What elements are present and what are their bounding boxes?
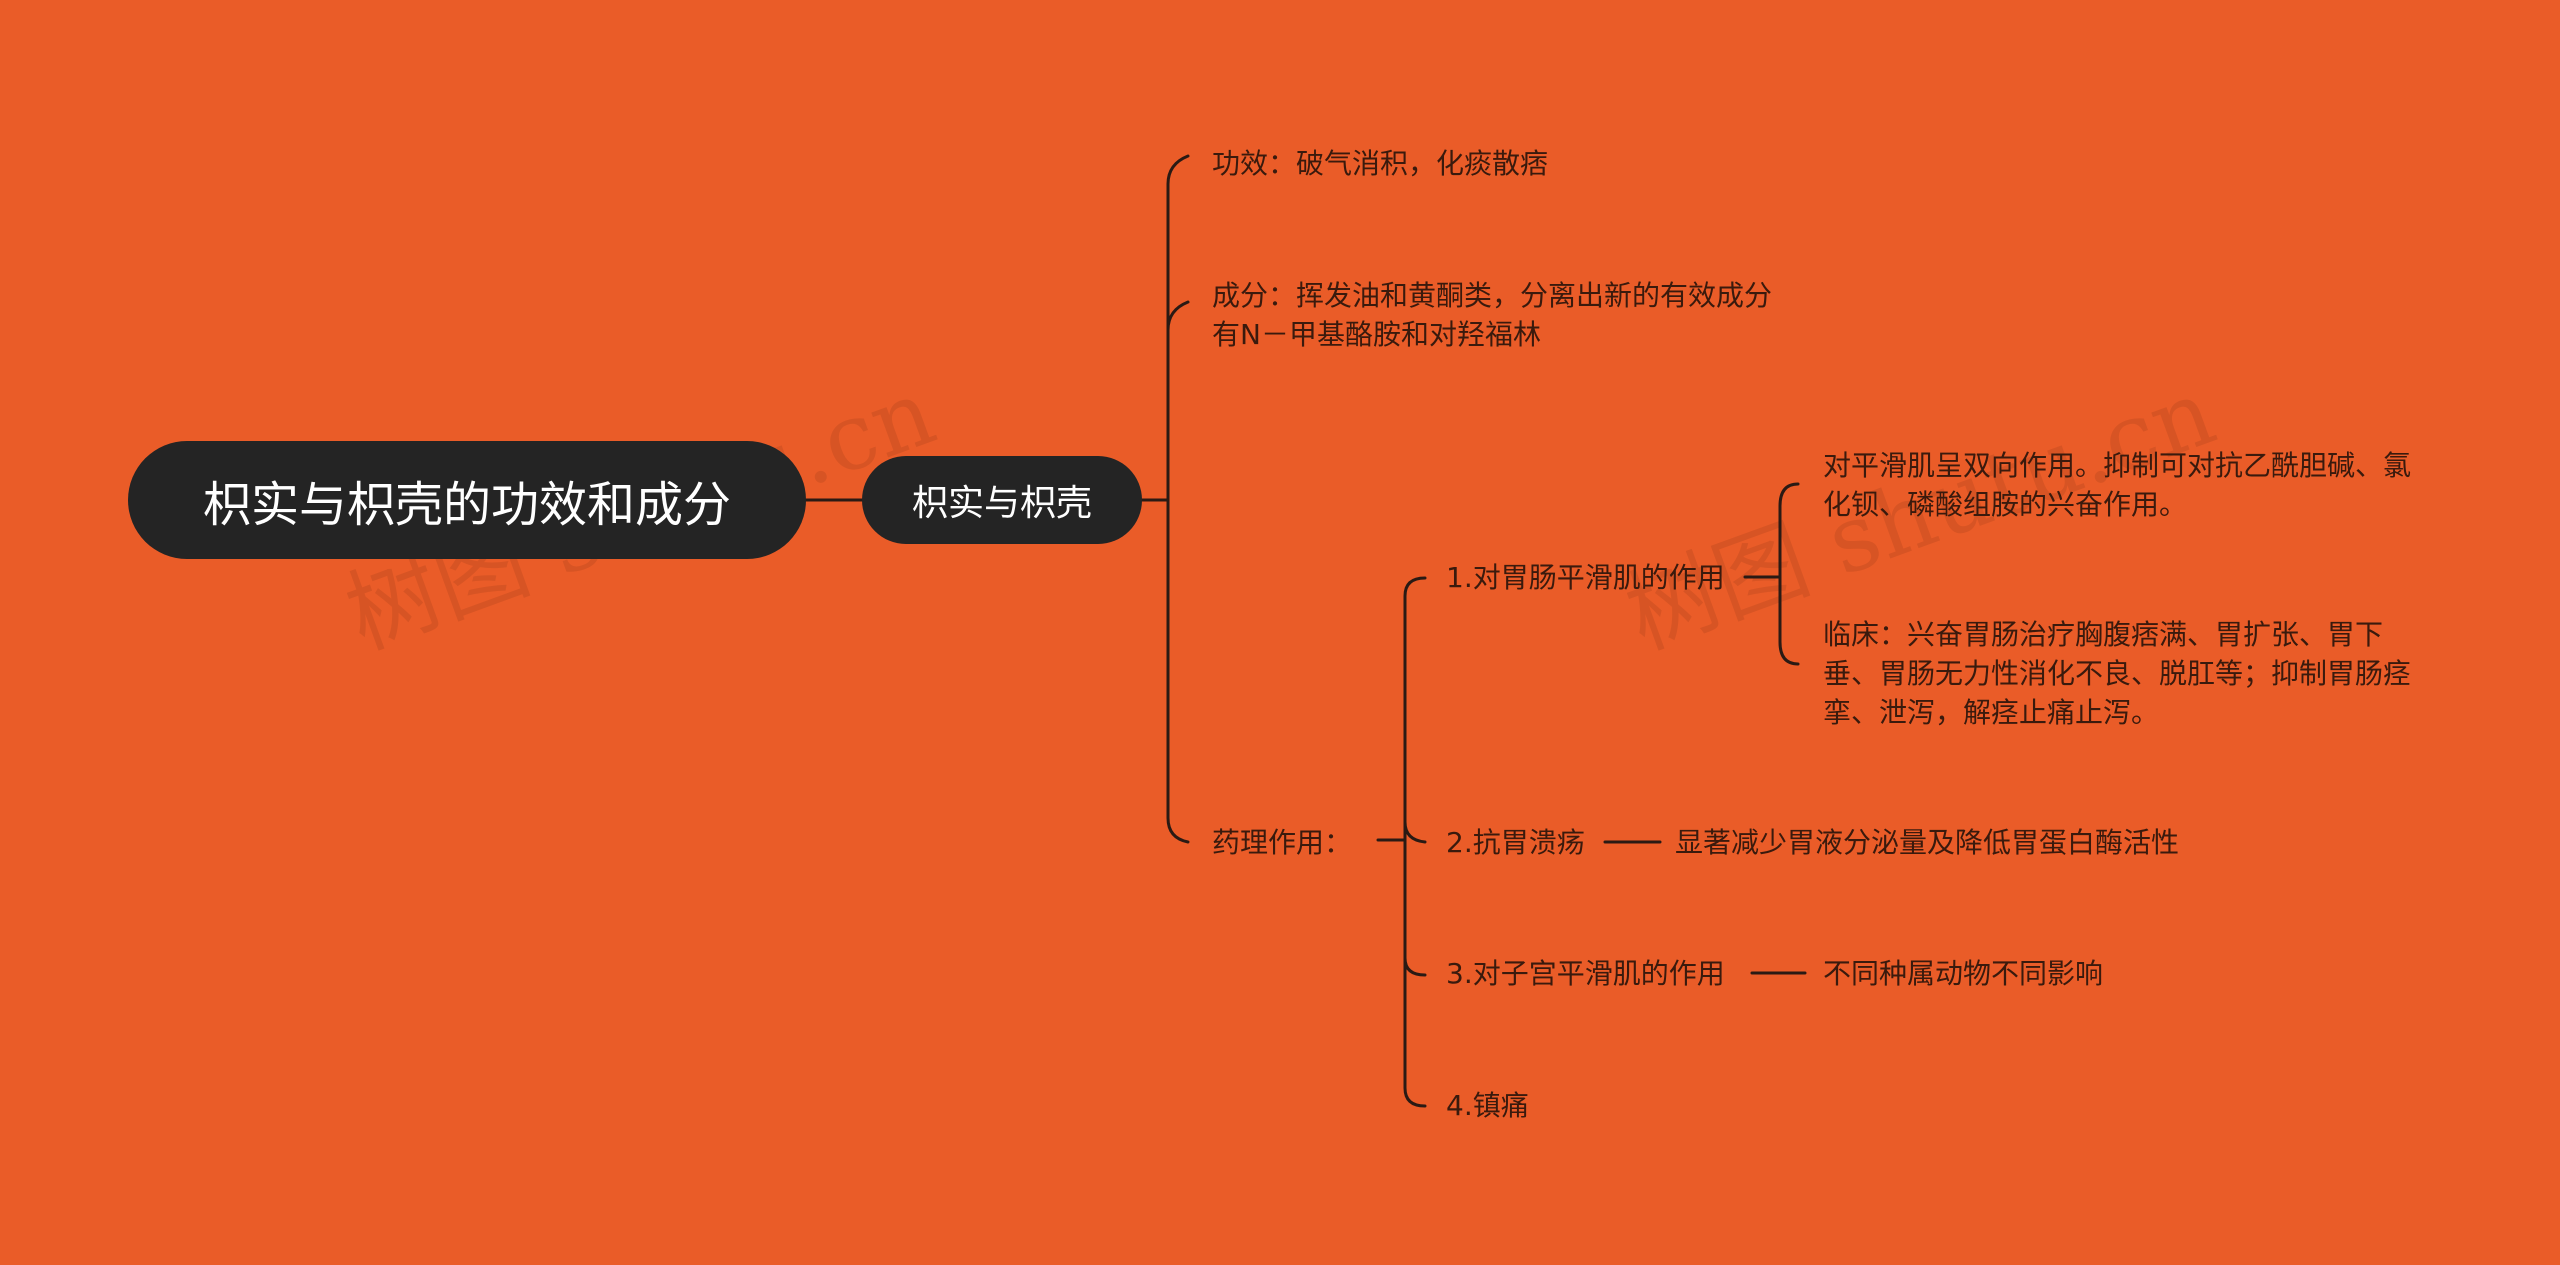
main-topic-node[interactable]: 枳实与枳壳: [862, 456, 1142, 544]
components-line-2: 有N－甲基酪胺和对羟福林: [1212, 318, 1541, 351]
item1-detail-2[interactable]: 临床：兴奋胃肠治疗胸腹痞满、胃扩张、胃下垂、胃肠无力性消化不良、脱肛等；抑制胃肠…: [1823, 618, 2412, 729]
pharm-item-1[interactable]: 1.对胃肠平滑肌的作用: [1446, 561, 1725, 594]
pharm-item-4[interactable]: 4.镇痛: [1446, 1089, 1529, 1122]
item1-bracket: [1778, 482, 1800, 666]
components-line-1: 成分：挥发油和黄酮类，分离出新的有效成分: [1212, 279, 1773, 312]
branch-bracket-components: [1166, 300, 1190, 332]
pharm-bracket-bottom: [1403, 838, 1427, 1108]
branch-bracket-pharmacology: [1166, 498, 1190, 844]
pharm-item-3[interactable]: 3.对子宫平滑肌的作用: [1446, 957, 1725, 990]
efficacy-node[interactable]: 功效：破气消积，化痰散痞: [1212, 147, 1549, 180]
item2-detail[interactable]: 显著减少胃液分泌量及降低胃蛋白酶活性: [1675, 826, 2180, 859]
pharm-item-2[interactable]: 2.抗胃溃疡: [1446, 826, 1585, 859]
item3-detail[interactable]: 不同种属动物不同影响: [1823, 957, 2104, 990]
pharm-bracket-item3: [1403, 956, 1427, 977]
pharm-bracket-top: [1403, 576, 1427, 842]
pharm-bracket-item2: [1403, 820, 1427, 844]
item1-detail-1[interactable]: 对平滑肌呈双向作用。抑制可对抗乙酰胆碱、氯化钡、磷酸组胺的兴奋作用。: [1823, 449, 2412, 521]
root-node[interactable]: 枳实与枳壳的功效和成分: [128, 441, 806, 559]
components-node[interactable]: 成分：挥发油和黄酮类，分离出新的有效成分 有N－甲基酪胺和对羟福林: [1212, 276, 1772, 354]
branch-bracket-efficacy: [1166, 154, 1190, 502]
pharmacology-node[interactable]: 药理作用：: [1212, 826, 1353, 859]
